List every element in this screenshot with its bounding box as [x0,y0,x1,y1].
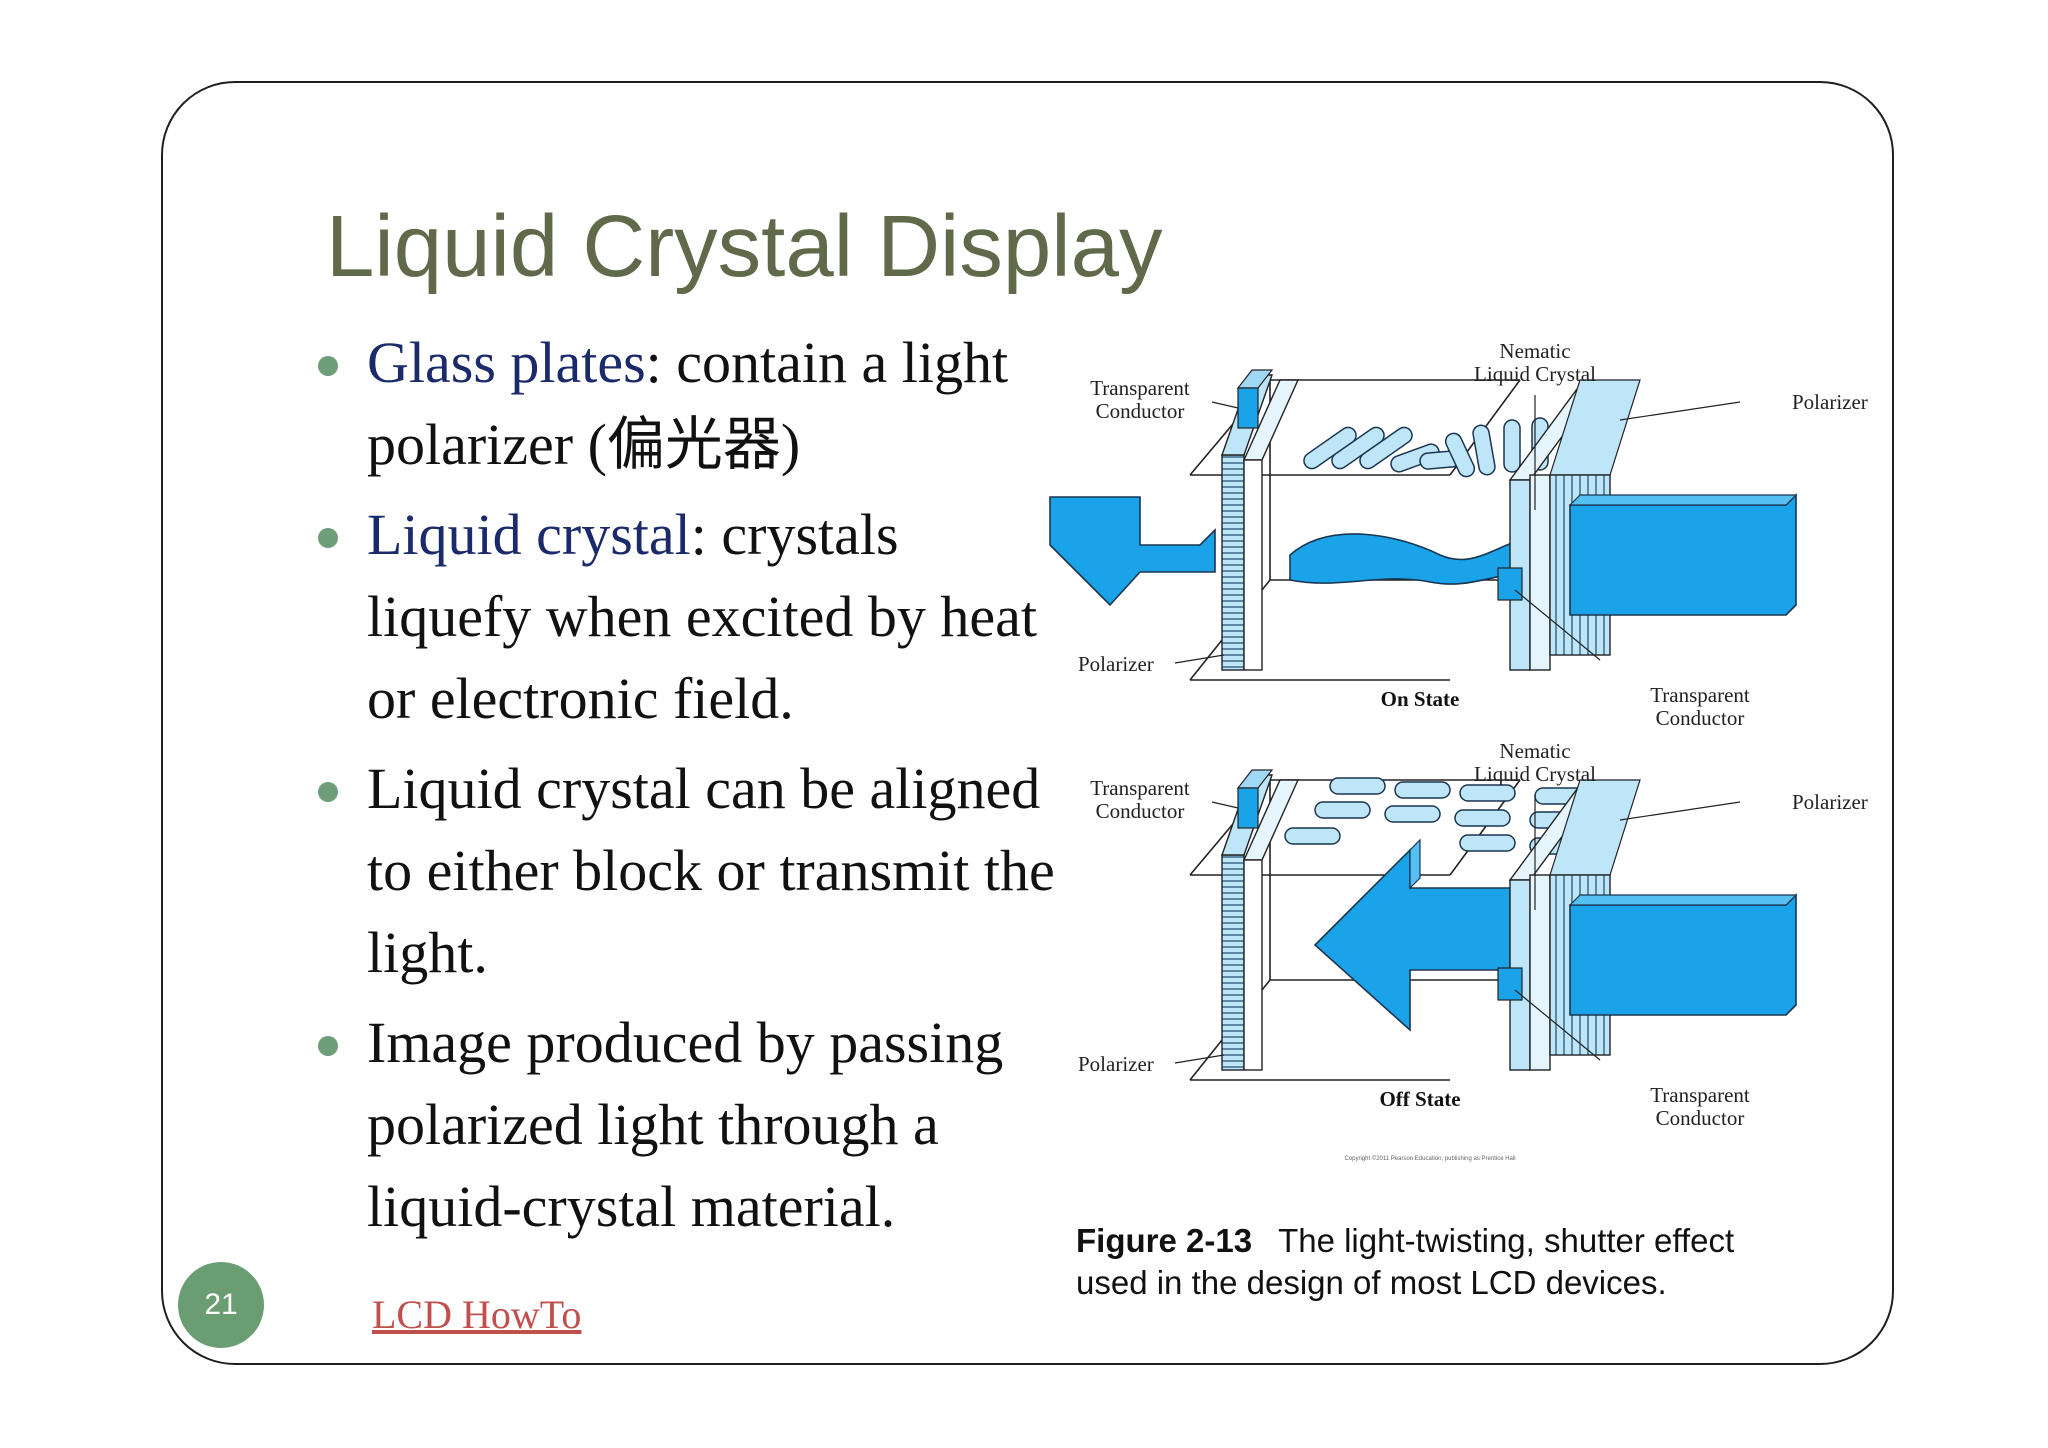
slide-title: Liquid Crystal Display [326,198,1163,295]
bullet-text: : contain a light polarizer (偏光器) [367,330,1009,477]
slide-frame [161,81,1894,1365]
figure-copyright: Copyright ©2011 Pearson Education, publi… [1344,1155,1515,1162]
lcd-howto-link[interactable]: LCD HowTo [372,1292,582,1337]
bullet-list: Glass plates: contain a light polarizer … [318,322,1058,1256]
label-nematic: Nematic [1499,340,1570,363]
figure-number: Figure 2-13 [1076,1222,1253,1259]
bullet-dot-icon [318,356,338,376]
on-state-label: On State [1381,687,1460,711]
off-state-label: Off State [1379,1087,1460,1111]
label-transparent-conductor: Conductor [1656,1106,1745,1130]
caption-text: The light-twisting, shutter effect used … [1076,1222,1735,1301]
bullet-dot-icon [318,1036,338,1056]
label-transparent-conductor: Conductor [1096,399,1185,423]
bullet-text: Liquid crystal can be aligned to either … [367,756,1055,985]
off-state-diagram: Transparent Conductor Nematic Liquid Cry… [1078,739,1868,1130]
label-nematic: Nematic [1499,739,1570,763]
label-transparent-conductor: Transparent [1650,1083,1750,1107]
bullet-term: Glass plates [367,330,646,395]
bullet-dot-icon [318,782,338,802]
label-transparent-conductor: Transparent [1650,683,1750,707]
on-state-diagram: Transparent Conductor Nematic Liquid Cry… [1049,340,1868,730]
nematic-crystals [1303,417,1549,478]
bullet-text: : crystals liquefy when excited by heat … [367,502,1037,731]
label-transparent-conductor: Conductor [1656,706,1745,730]
bullet-item: Image produced by passing polarized ligh… [318,1002,1058,1248]
label-liquid-crystal: Liquid Crystal [1474,362,1596,386]
label-liquid-crystal: Liquid Crystal [1474,762,1596,786]
page-number-badge: 21 [178,1262,264,1348]
bullet-dot-icon [318,528,338,548]
lcd-figure: Transparent Conductor Nematic Liquid Cry… [1049,340,1868,1162]
label-polarizer: Polarizer [1792,390,1868,414]
label-transparent-conductor: Transparent [1090,376,1190,400]
bullet-term: Liquid crystal [367,502,691,567]
label-transparent-conductor: Conductor [1096,799,1185,823]
bullet-item: Glass plates: contain a light polarizer … [318,322,1058,486]
label-polarizer: Polarizer [1792,790,1868,814]
bullet-item: Liquid crystal can be aligned to either … [318,748,1058,994]
label-polarizer: Polarizer [1078,652,1154,676]
bullet-text: Image produced by passing polarized ligh… [367,1010,1004,1239]
label-transparent-conductor: Transparent [1090,776,1190,800]
label-polarizer: Polarizer [1078,1052,1154,1076]
polarizer-left-fins [1221,454,1245,671]
bullet-item: Liquid crystal: crystals liquefy when ex… [318,494,1058,740]
